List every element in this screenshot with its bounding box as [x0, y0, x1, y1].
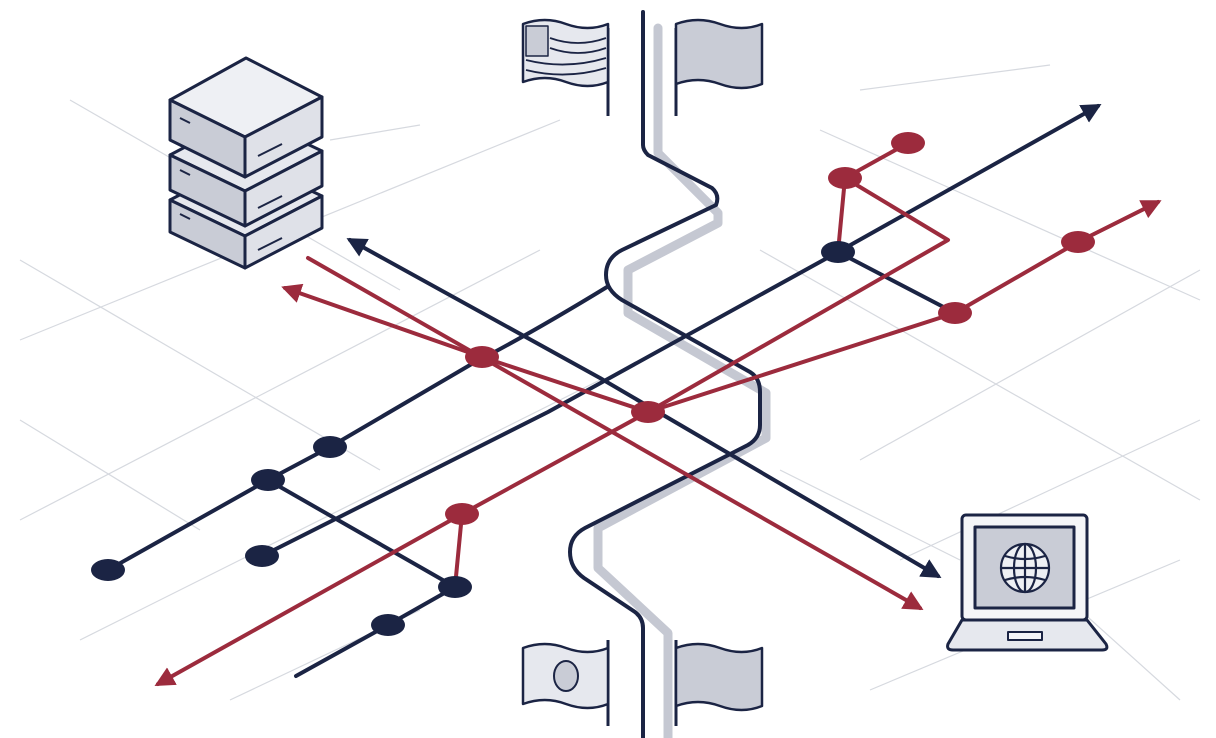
navy-node	[821, 241, 855, 263]
navy-path-main	[106, 285, 609, 572]
navy-node	[313, 436, 347, 458]
navy-node	[371, 614, 405, 636]
grid-line	[779, 469, 961, 561]
laptop-trackpad	[1007, 631, 1043, 641]
grid-line	[859, 64, 1051, 91]
grid-line	[19, 419, 201, 531]
laptop-globe-icon	[946, 513, 1109, 652]
plain-flag-icon	[674, 640, 764, 726]
grid-line	[79, 379, 601, 641]
server-unit	[168, 56, 324, 179]
crimson-node	[445, 503, 479, 525]
us-flag-icon	[521, 18, 610, 116]
crimson-nodes	[445, 132, 1095, 525]
grid-line	[759, 249, 1201, 501]
crimson-node	[938, 302, 972, 324]
border-boundary	[568, 10, 771, 738]
grid-line	[859, 269, 1201, 461]
japan-flag-icon	[521, 640, 610, 726]
navy-node	[245, 545, 279, 567]
crimson-node	[828, 167, 862, 189]
crimson-node	[891, 132, 925, 154]
globe-icon	[999, 542, 1051, 594]
plain-flag-icon	[674, 18, 764, 116]
crimson-node	[631, 401, 665, 423]
crimson-path-branch	[453, 512, 464, 589]
crimson-node	[1061, 231, 1095, 253]
navy-path-branch	[266, 478, 457, 678]
grid-line	[329, 124, 421, 141]
navy-node	[438, 576, 472, 598]
crimson-node	[465, 346, 499, 368]
crimson-path-upper	[281, 283, 650, 414]
navy-node	[91, 559, 125, 581]
server-stack-icon	[168, 56, 324, 270]
grid-line	[1079, 609, 1181, 701]
navy-nodes	[91, 241, 855, 636]
navy-node	[251, 469, 285, 491]
